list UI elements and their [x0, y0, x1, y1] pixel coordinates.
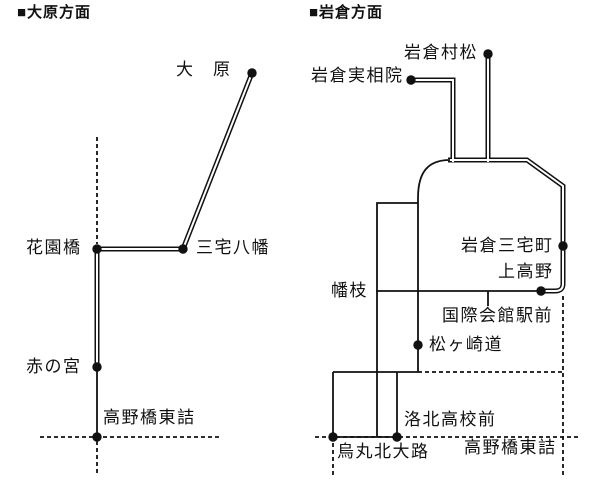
station-dot-ohara [247, 68, 257, 78]
station-label-matsugasaki-michi: 松ヶ崎道 [429, 335, 503, 354]
station-label-aka-no-miya: 赤の宮 [26, 357, 82, 376]
station-label-iwakura-jissoin: 岩倉実相院 [311, 66, 404, 85]
station-dot-takanobashi-higashizume [92, 432, 102, 442]
iwakura-section-title: ■岩倉方面 [309, 4, 384, 21]
station-label-iwakura-miyakecho: 岩倉三宅町 [461, 236, 554, 255]
station-dot-iwakura-miyakecho [558, 241, 568, 251]
route-double-line [411, 77, 456, 162]
station-dot-miyake-hachiman [178, 244, 188, 254]
route-single-line [376, 202, 418, 437]
station-label-takanobashi-higashizume: 高野橋東詰 [103, 408, 196, 427]
route-double-line-core [96, 72, 253, 367]
station-label-iwakura-muramatsu: 岩倉村松 [404, 43, 478, 62]
route-double-line [94, 72, 255, 367]
station-dot-iwakura-jissoin [406, 75, 416, 85]
route-double-line-core [448, 159, 564, 292]
route-double-line-core [411, 79, 454, 162]
station-dot-matsugasaki-michi [413, 340, 423, 350]
station-label-kokusaikaikan-ekimae: 国際会館駅前 [442, 306, 553, 325]
station-dot-kamitakano [536, 286, 546, 296]
station-dot-rakuhoku-koko-mae [392, 432, 402, 442]
station-dot-karasuma-kitaoji [328, 432, 338, 442]
station-label-ohara: 大 原 [176, 60, 232, 79]
station-label-miyake-hachiman: 三宅八幡 [196, 238, 270, 257]
station-label-takanobashi-higashizume-2: 高野橋東詰 [464, 438, 557, 457]
station-dot-hanazonobashi [92, 244, 102, 254]
route-single-line [417, 159, 451, 372]
station-dot-aka-no-miya [92, 362, 102, 372]
station-label-rakuhoku-koko-mae: 洛北高校前 [404, 410, 497, 429]
station-label-hanazonobashi: 花園橋 [26, 238, 82, 257]
station-label-hataeda: 幡枝 [331, 281, 368, 300]
station-label-kamitakano: 上高野 [498, 262, 554, 281]
station-label-karasuma-kitaoji: 烏丸北大路 [337, 442, 430, 461]
station-dot-iwakura-muramatsu [483, 49, 493, 59]
ohara-section-title: ■大原方面 [17, 4, 92, 21]
